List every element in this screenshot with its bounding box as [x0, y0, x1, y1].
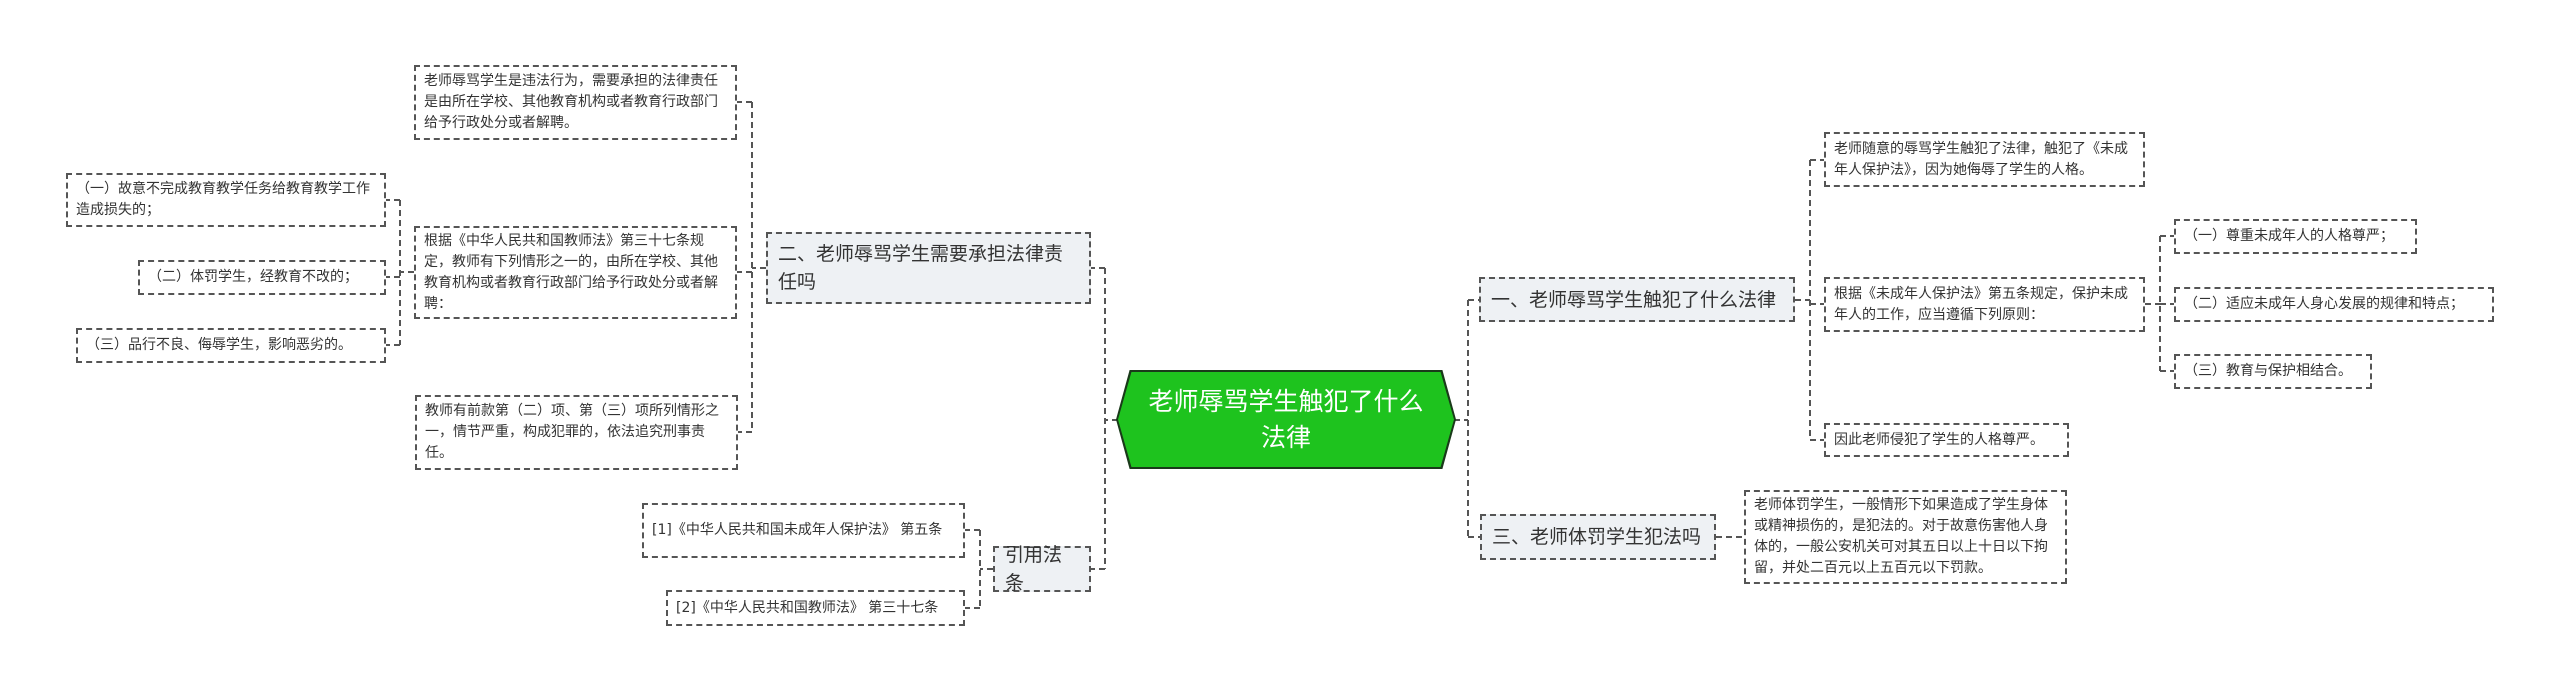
leaf-text: （二）体罚学生，经教育不改的； — [148, 269, 358, 285]
citation-node[interactable]: [1]《中华人民共和国未成年人保护法》 第五条 — [642, 503, 965, 558]
branch-what-law[interactable]: 一、老师辱骂学生触犯了什么法律 — [1479, 277, 1795, 322]
leaf-text: [2]《中华人民共和国教师法》 第三十七条 — [676, 599, 939, 616]
branch-label: 引用法条 — [1005, 544, 1063, 594]
central-topic[interactable]: 老师辱骂学生触犯了什么法律 — [1118, 372, 1454, 467]
leaf-node[interactable]: 根据《未成年人保护法》第五条规定，保护未成年人的工作，应当遵循下列原则： — [1824, 277, 2145, 332]
central-topic-label: 老师辱骂学生触犯了什么法律 — [1148, 386, 1424, 452]
branch-label: 一、老师辱骂学生触犯了什么法律 — [1491, 288, 1777, 311]
leaf-node[interactable]: 老师体罚学生，一般情形下如果造成了学生身体或精神损伤的，是犯法的。对于故意伤害他… — [1744, 490, 2067, 584]
branch-corporal-punishment[interactable]: 三、老师体罚学生犯法吗 — [1480, 514, 1716, 560]
branch-label: 三、老师体罚学生犯法吗 — [1492, 526, 1702, 548]
leaf-text: （三）教育与保护相结合。 — [2184, 363, 2352, 379]
leaf-text: （一）尊重未成年人的人格尊严； — [2184, 228, 2394, 244]
principle-node[interactable]: （三）教育与保护相结合。 — [2174, 354, 2372, 389]
leaf-text: 老师随意的辱骂学生触犯了法律，触犯了《未成年人保护法》，因为她侮辱了学生的人格。 — [1834, 140, 2128, 178]
leaf-node[interactable]: 老师随意的辱骂学生触犯了法律，触犯了《未成年人保护法》，因为她侮辱了学生的人格。 — [1824, 132, 2145, 187]
principle-node[interactable]: （二）适应未成年人身心发展的规律和特点； — [2174, 287, 2494, 322]
leaf-text: （三）品行不良、侮辱学生，影响恶劣的。 — [86, 337, 352, 353]
leaf-node[interactable]: 根据《中华人民共和国教师法》第三十七条规定，教师有下列情形之一的，由所在学校、其… — [414, 226, 737, 319]
case-node[interactable]: （二）体罚学生，经教育不改的； — [138, 260, 386, 295]
leaf-text: 老师辱骂学生是违法行为，需要承担的法律责任是由所在学校、其他教育机构或者教育行政… — [424, 73, 718, 131]
leaf-text: 根据《未成年人保护法》第五条规定，保护未成年人的工作，应当遵循下列原则： — [1834, 285, 2128, 323]
leaf-text: 根据《中华人民共和国教师法》第三十七条规定，教师有下列情形之一的，由所在学校、其… — [424, 232, 718, 312]
principle-node[interactable]: （一）尊重未成年人的人格尊严； — [2174, 219, 2417, 254]
leaf-text: 因此老师侵犯了学生的人格尊严。 — [1834, 431, 2044, 448]
leaf-text: 老师体罚学生，一般情形下如果造成了学生身体或精神损伤的，是犯法的。对于故意伤害他… — [1754, 497, 2048, 576]
leaf-text: （一）故意不完成教育教学任务给教育教学工作造成损失的； — [76, 181, 370, 218]
leaf-node[interactable]: 因此老师侵犯了学生的人格尊严。 — [1824, 423, 2069, 457]
leaf-text: [1]《中华人民共和国未成年人保护法》 第五条 — [652, 522, 943, 538]
leaf-text: 教师有前款第（二）项、第（三）项所列情形之一，情节严重，构成犯罪的，依法追究刑事… — [425, 403, 719, 461]
citation-node[interactable]: [2]《中华人民共和国教师法》 第三十七条 — [666, 590, 965, 626]
case-node[interactable]: （三）品行不良、侮辱学生，影响恶劣的。 — [76, 328, 386, 363]
leaf-node[interactable]: 教师有前款第（二）项、第（三）项所列情形之一，情节严重，构成犯罪的，依法追究刑事… — [415, 395, 738, 470]
branch-citations[interactable]: 引用法条 — [993, 544, 1091, 594]
case-node[interactable]: （一）故意不完成教育教学任务给教育教学工作造成损失的； — [66, 173, 386, 227]
leaf-text: （二）适应未成年人身心发展的规律和特点； — [2184, 296, 2464, 312]
leaf-node[interactable]: 老师辱骂学生是违法行为，需要承担的法律责任是由所在学校、其他教育机构或者教育行政… — [414, 65, 737, 140]
branch-label: 二、老师辱骂学生需要承担法律责任吗 — [778, 243, 1064, 293]
branch-legal-liability[interactable]: 二、老师辱骂学生需要承担法律责任吗 — [766, 232, 1091, 304]
